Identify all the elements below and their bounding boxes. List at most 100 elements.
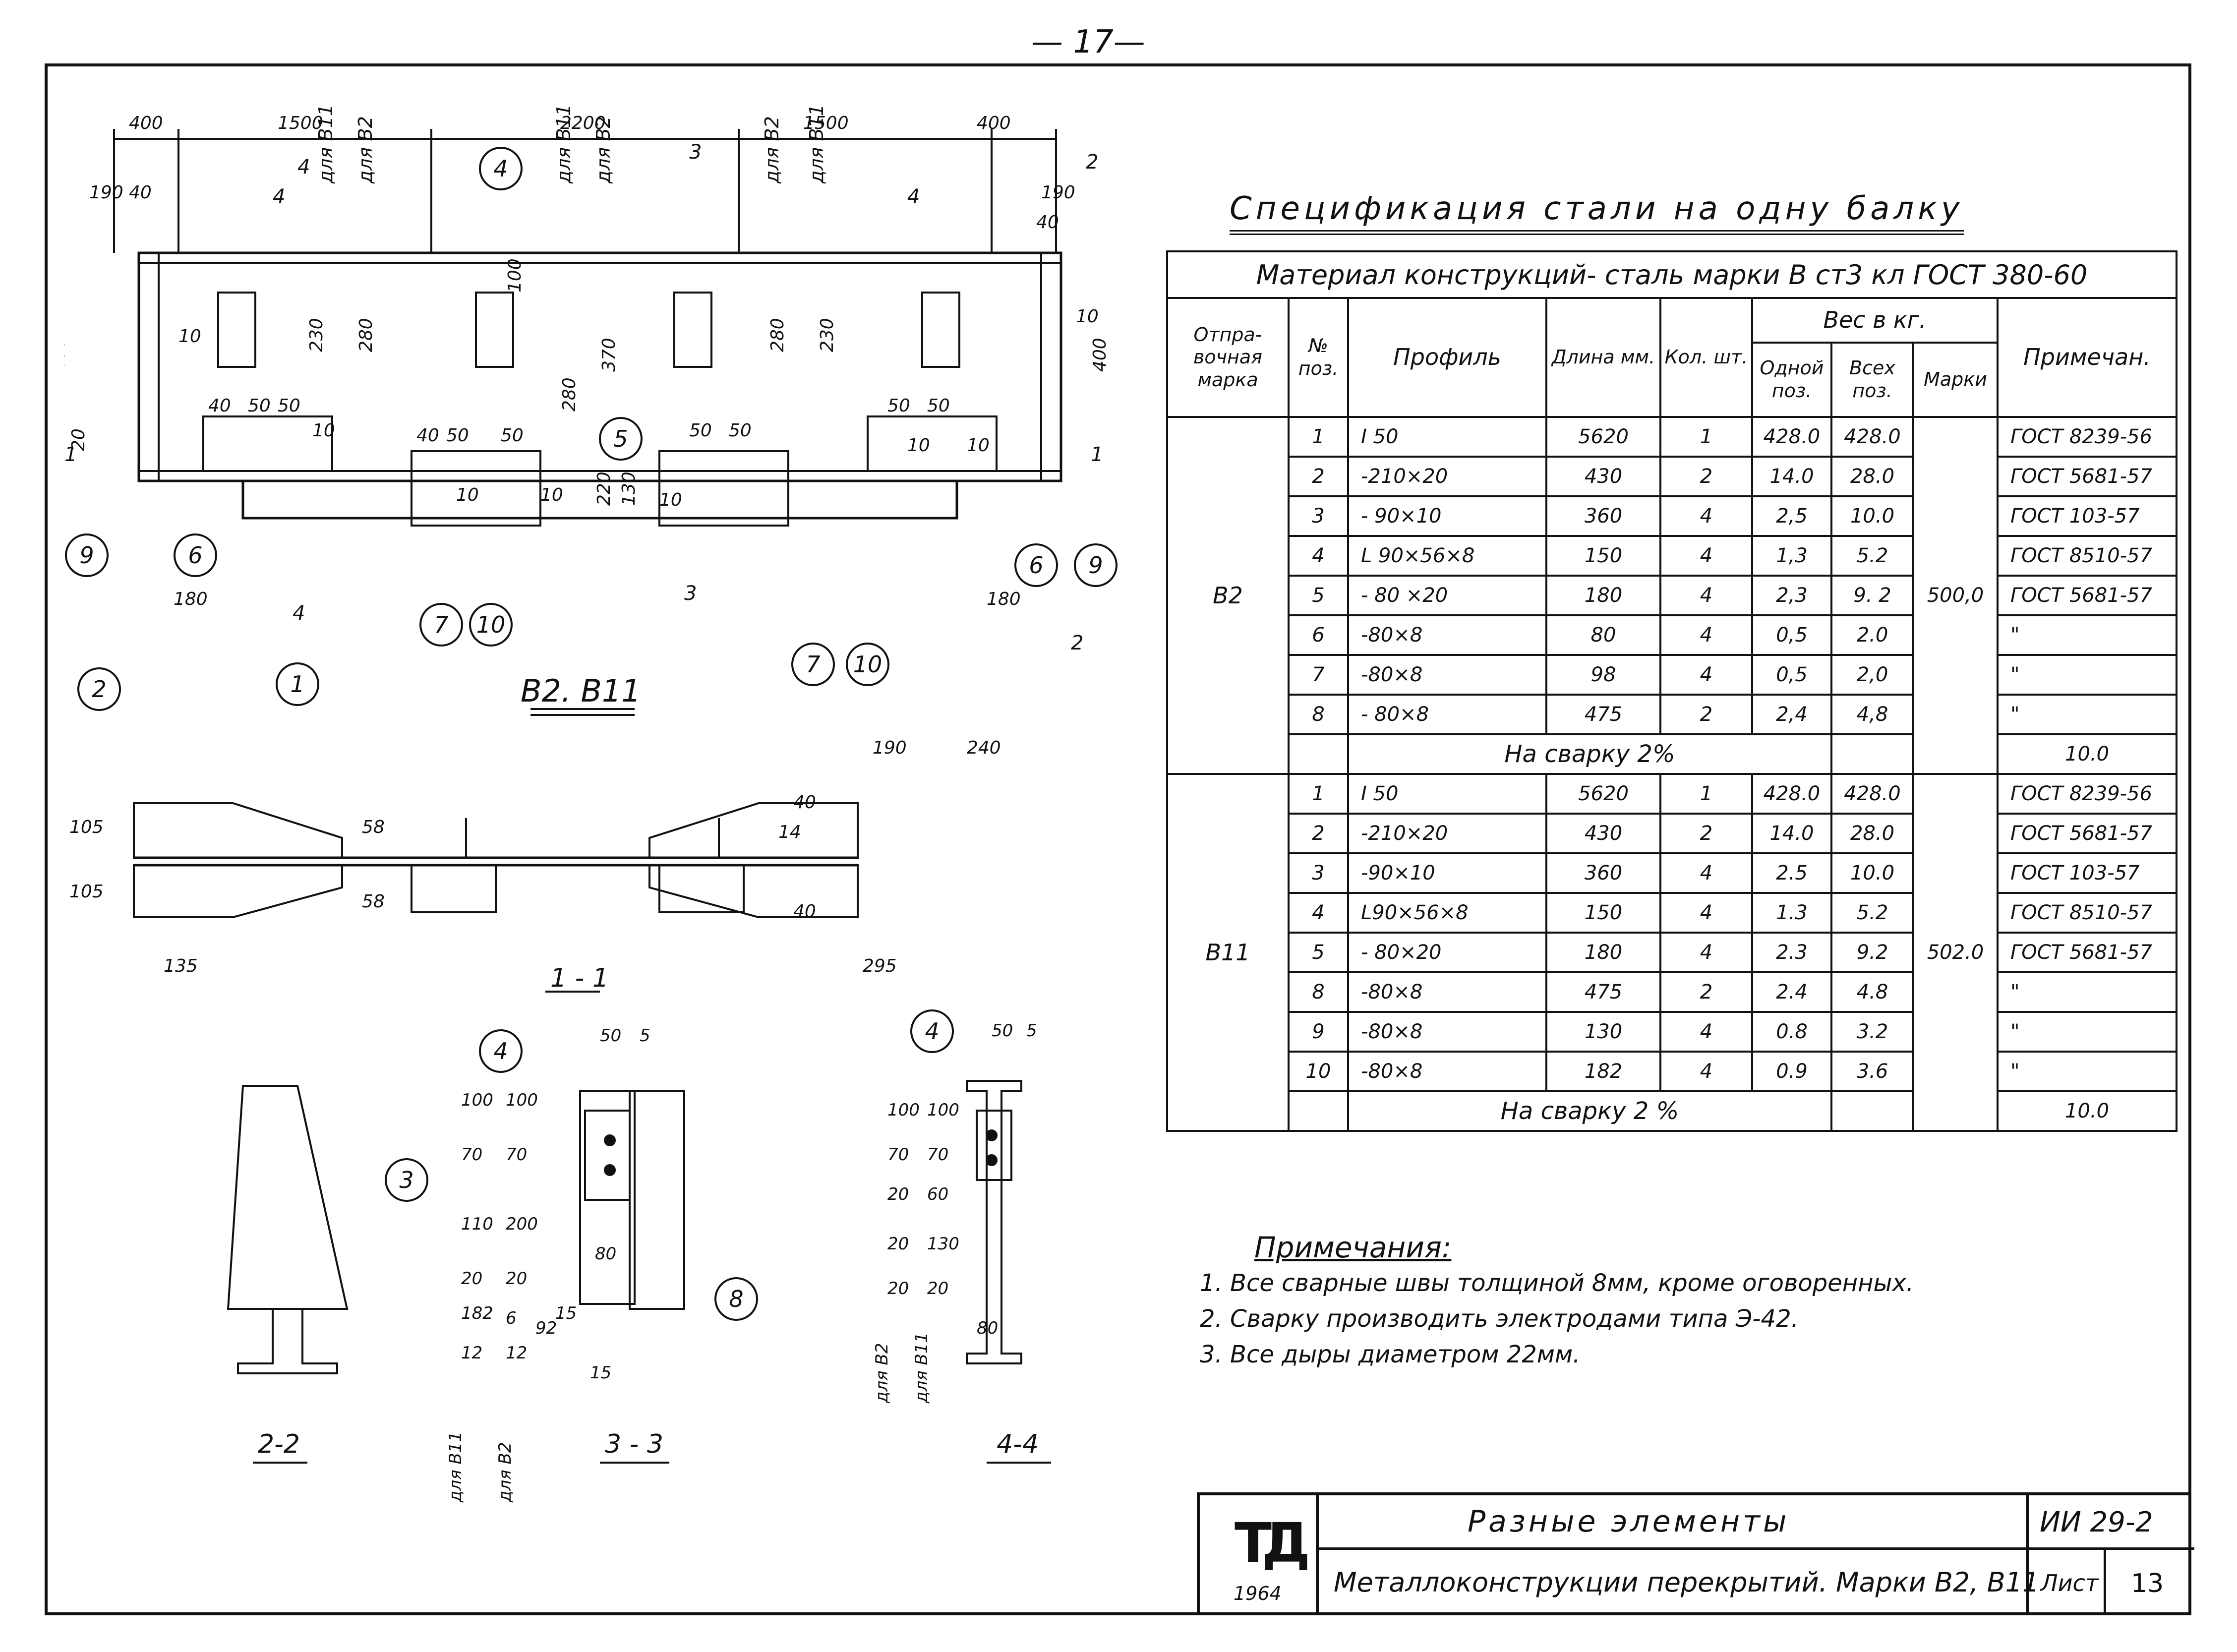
sec4-dim: 80 — [977, 1318, 998, 1338]
for-label: для В11 — [553, 104, 575, 184]
weld-label: 10 — [178, 326, 201, 347]
note-cell: " — [1996, 614, 2178, 656]
horiz-dim: 50 — [248, 396, 271, 416]
logo: ТД — [1235, 1511, 1310, 1575]
section-mark: 3 — [689, 141, 702, 164]
pos-cell: 2 — [1288, 456, 1349, 497]
header-profile: Профиль — [1347, 297, 1547, 418]
drawing-frame — [45, 63, 2191, 1615]
all-weight-cell: 28.0 — [1830, 813, 1914, 854]
callout-7: 7 — [434, 611, 448, 638]
pos-cell: 8 — [1288, 694, 1349, 735]
all-weight-cell: 2.0 — [1830, 614, 1914, 656]
empty-cell — [1830, 1090, 1914, 1132]
sec3-dim: 20 — [461, 1269, 482, 1289]
pos-cell: 3 — [1288, 495, 1349, 537]
length-cell: 80 — [1545, 614, 1661, 656]
for-label: для В11 — [446, 1431, 466, 1503]
note-cell: " — [1996, 971, 2178, 1013]
profile-cell: -80×8 — [1347, 614, 1547, 656]
all-weight-cell: 9.2 — [1830, 932, 1914, 973]
page-number: — 17— — [1031, 24, 1145, 60]
weld-label: 10 — [967, 435, 990, 456]
sec4-dim: 100 — [887, 1100, 920, 1120]
profile-cell: -80×8 — [1347, 654, 1547, 696]
length-cell: 98 — [1545, 654, 1661, 696]
sec3-dim: 12 — [461, 1343, 482, 1363]
for-label: для В2 — [761, 116, 783, 184]
qty-cell: 2 — [1659, 456, 1753, 497]
empty-cell — [1830, 733, 1914, 775]
qty-cell: 4 — [1659, 852, 1753, 894]
section-4-4-title: 4-4 — [997, 1429, 1039, 1459]
horiz-dim: 40 — [208, 396, 231, 416]
note-cell: ГОСТ 8239-56 — [1996, 773, 2178, 815]
note-cell: " — [1996, 1011, 2178, 1053]
inner-dim: 220 — [594, 472, 614, 506]
note-cell: " — [1996, 1051, 2178, 1092]
note-item: 2. Сварку производить электродами типа Э… — [1200, 1305, 1799, 1333]
sec1-dim: 58 — [362, 817, 385, 837]
length-cell: 130 — [1545, 1011, 1661, 1053]
callout-4: 4 — [493, 1038, 508, 1064]
mark-cell: В11 — [1166, 773, 1290, 1132]
profile-cell: I 50 — [1347, 416, 1547, 458]
header-qty: Кол. шт. — [1659, 297, 1753, 418]
pos-cell: 4 — [1288, 535, 1349, 577]
length-cell: 180 — [1545, 575, 1661, 616]
one-weight-cell: 1.3 — [1751, 892, 1832, 934]
profile-cell: L90×56×8 — [1347, 892, 1547, 934]
profile-cell: - 80×8 — [1347, 694, 1547, 735]
for-label: для В11 — [806, 104, 827, 184]
one-weight-cell: 2.3 — [1751, 932, 1832, 973]
qty-cell: 2 — [1659, 694, 1753, 735]
notes-title: Примечания: — [1254, 1231, 1452, 1264]
note-cell: ГОСТ 5681-57 — [1996, 932, 2178, 973]
note-cell: ГОСТ 8510-57 — [1996, 892, 2178, 934]
note-cell: " — [1996, 694, 2178, 735]
total-cell: 500,0 — [1912, 416, 1999, 775]
profile-cell: -210×20 — [1347, 813, 1547, 854]
one-weight-cell: 0,5 — [1751, 654, 1832, 696]
one-weight-cell: 2.4 — [1751, 971, 1832, 1013]
weld-label: 10 — [659, 490, 682, 510]
logo-cell: ТД 1964 — [1200, 1495, 1319, 1615]
qty-cell: 1 — [1659, 416, 1753, 458]
profile-cell: -90×10 — [1347, 852, 1547, 894]
for-label: для В2 — [592, 116, 614, 184]
inner-dim: 280 — [356, 318, 376, 352]
weld-value: 10.0 — [1996, 733, 2178, 775]
spec-table: Материал конструкций- сталь марки В ст3 … — [1166, 250, 2178, 1132]
all-weight-cell: 3.2 — [1830, 1011, 1914, 1053]
for-label: для В11 — [912, 1332, 932, 1404]
note-item: 3. Все дыры диаметром 22мм. — [1200, 1341, 1581, 1368]
one-weight-cell: 1,3 — [1751, 535, 1832, 577]
header-one: Одной поз. — [1751, 342, 1832, 418]
note-cell: ГОСТ 103-57 — [1996, 852, 2178, 894]
for-label: для В2 — [354, 116, 376, 184]
sec1-dim: 295 — [863, 956, 897, 976]
small-dim: 190 — [1041, 182, 1075, 203]
qty-cell: 4 — [1659, 535, 1753, 577]
pos-cell: 2 — [1288, 813, 1349, 854]
qty-cell: 2 — [1659, 813, 1753, 854]
inner-dim: 230 — [306, 318, 327, 352]
all-weight-cell: 10.0 — [1830, 495, 1914, 537]
horiz-dim: 50 — [278, 396, 300, 416]
mark-cell: В2 — [1166, 416, 1290, 775]
material-row: Материал конструкций- сталь марки В ст3 … — [1166, 250, 2178, 299]
section-mark: 4 — [297, 156, 310, 178]
inner-dim: 130 — [619, 472, 639, 506]
pos-cell: 9 — [1288, 1011, 1349, 1053]
all-weight-cell: 10.0 — [1830, 852, 1914, 894]
callout-7: 7 — [806, 651, 820, 678]
qty-cell: 4 — [1659, 614, 1753, 656]
